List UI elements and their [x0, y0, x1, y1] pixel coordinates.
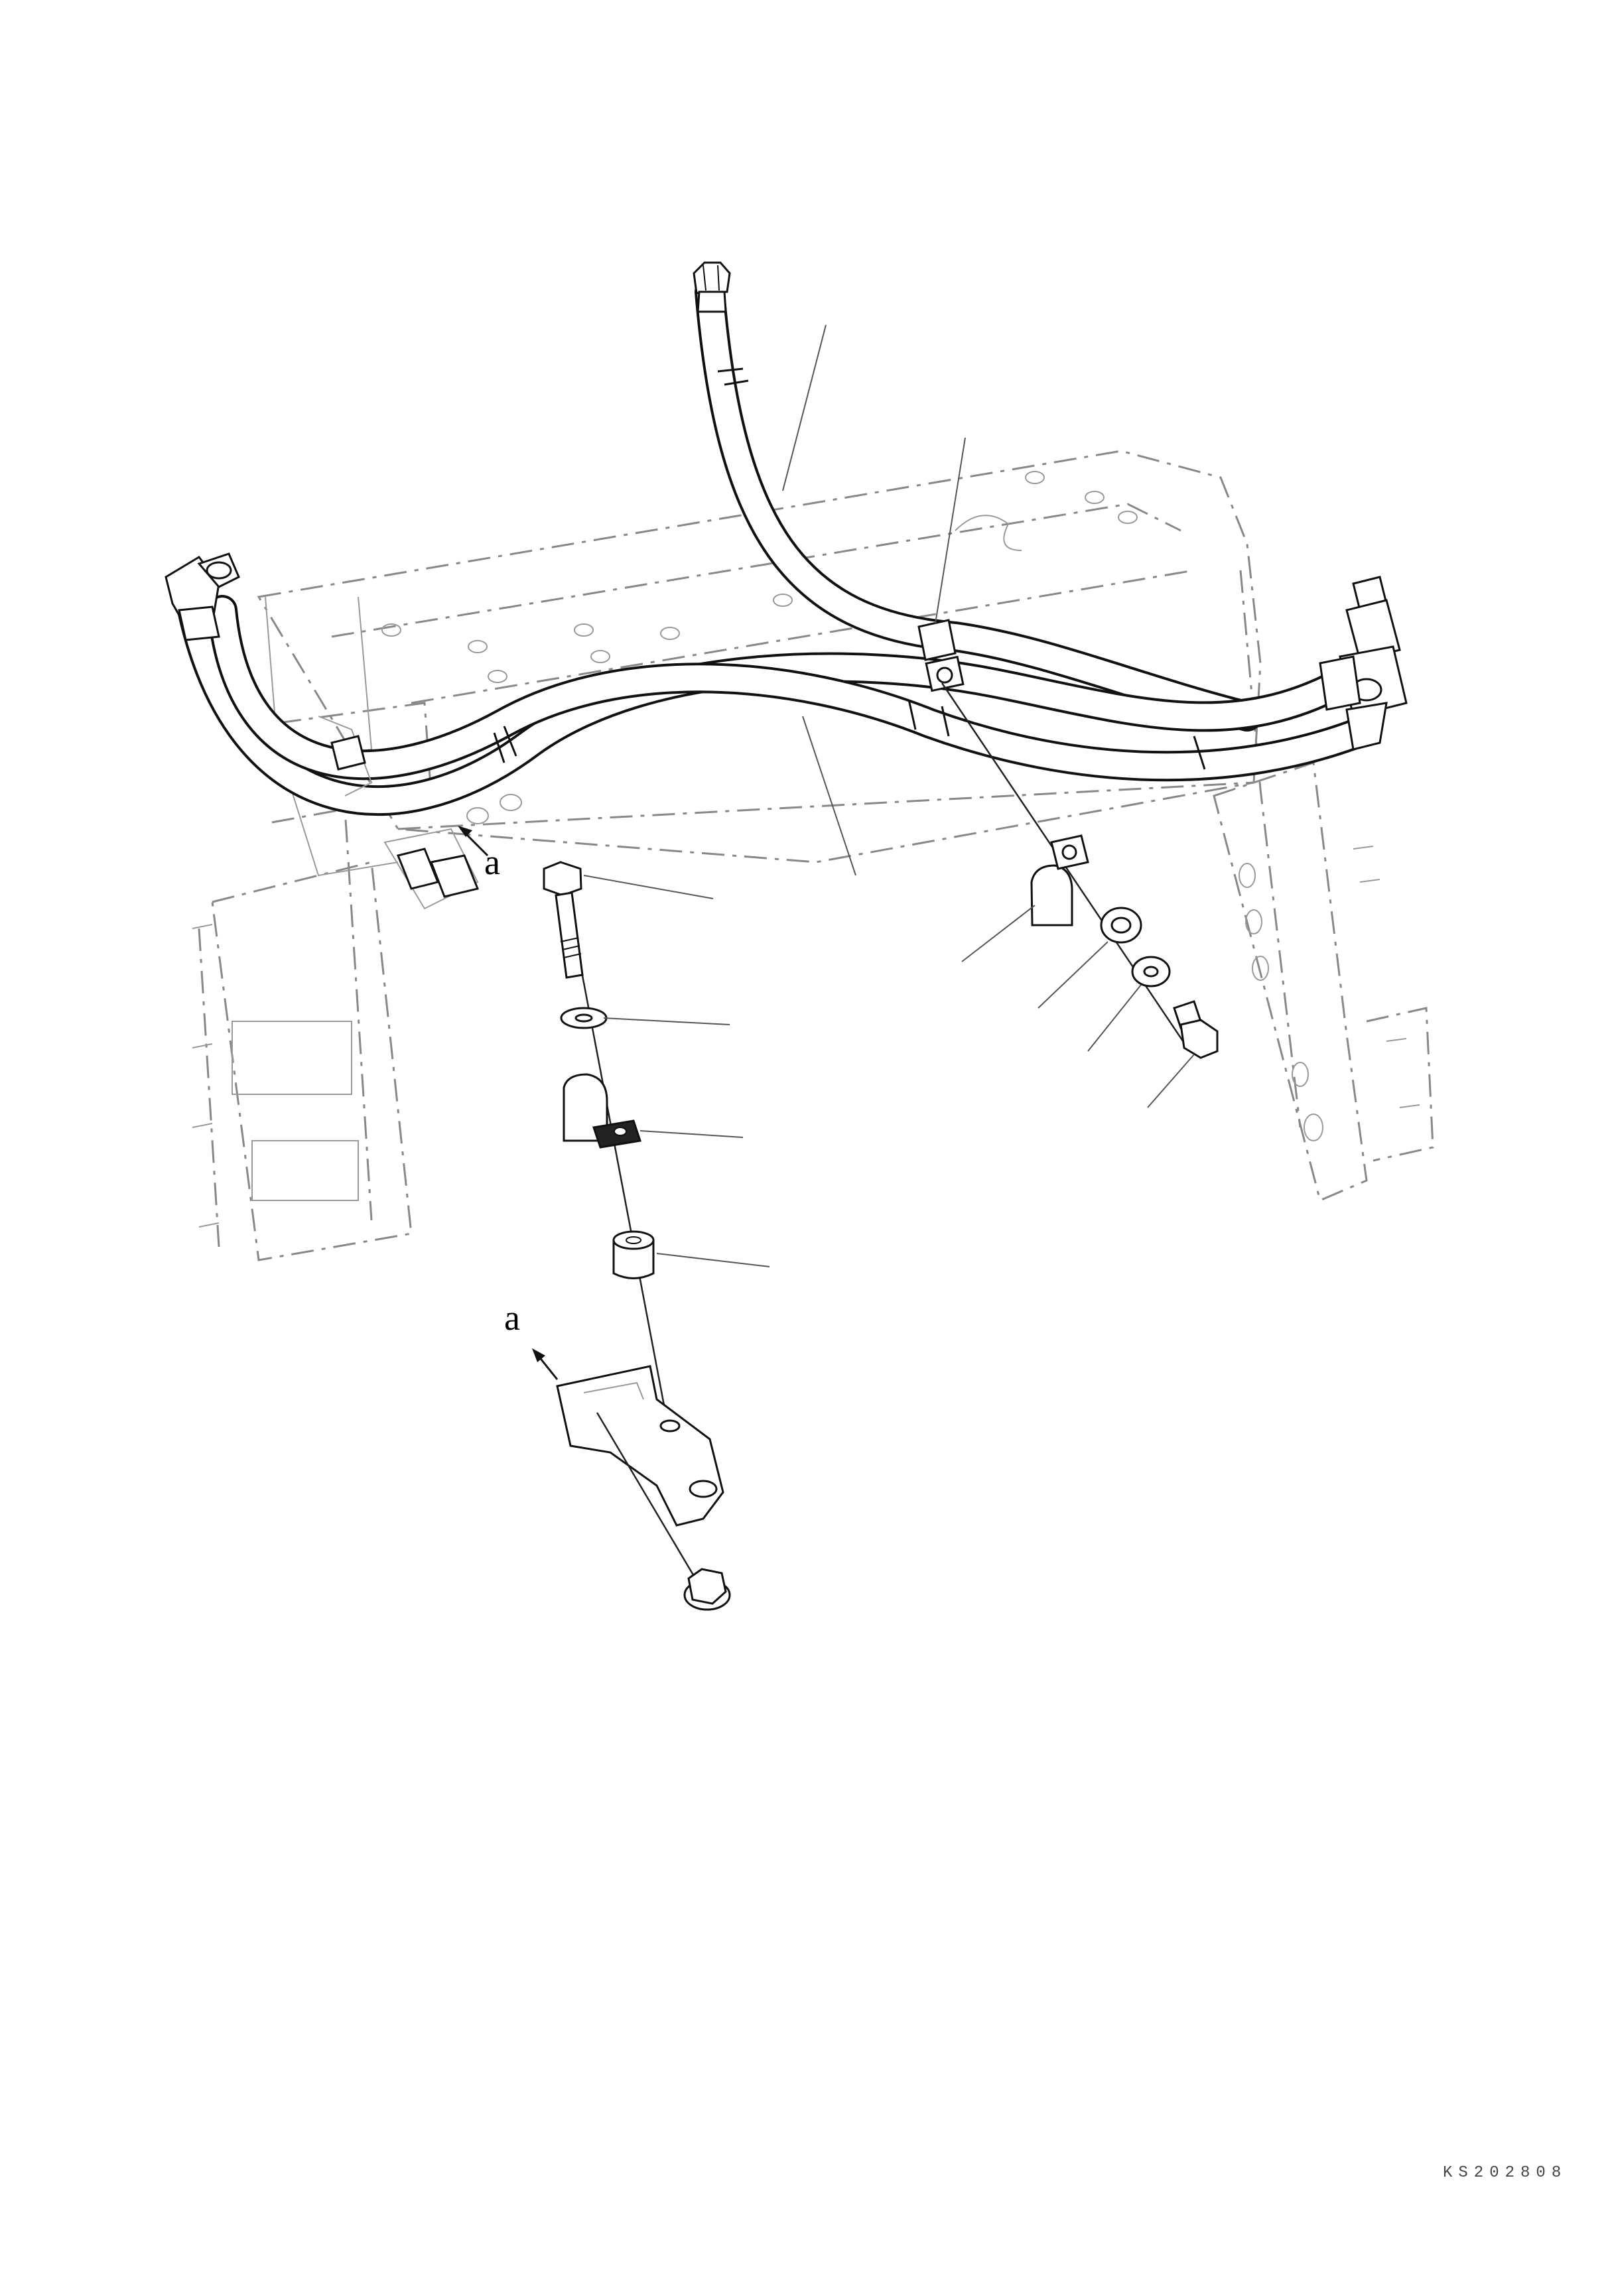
right-fittings — [1319, 576, 1408, 751]
bolt-right — [1173, 1000, 1219, 1059]
view-arrow-upper — [458, 826, 489, 857]
spacer-collar — [612, 1230, 655, 1279]
clamp-center — [563, 1073, 641, 1149]
left-bracket-parts — [318, 716, 480, 910]
bracket-bolt-axis — [596, 1412, 704, 1592]
drawing-code: KS202808 — [1443, 2164, 1567, 2182]
view-arrow-lower — [532, 1348, 559, 1380]
left-elbow-fittings — [165, 552, 240, 641]
clamp-right — [1030, 834, 1089, 926]
flange-bolt — [683, 1568, 731, 1611]
hose-top-fitting — [693, 261, 731, 313]
leader-lines — [583, 324, 1195, 1267]
bolt — [543, 861, 584, 979]
center-assembly-axis — [566, 895, 668, 1420]
view-callout-a-lower: a — [504, 1298, 520, 1338]
mounting-bracket — [556, 1365, 724, 1527]
view-callout-a-upper: a — [484, 842, 500, 882]
hose-upper-vertical — [695, 277, 1262, 732]
frame-phantom-outline — [198, 450, 1434, 1261]
hose-clamp-upper — [917, 619, 965, 692]
washer-right — [1131, 956, 1171, 988]
spacer-right — [1100, 907, 1142, 944]
hose-segment-marks — [493, 367, 1206, 770]
hose-long-lower — [207, 595, 1382, 782]
washer-flat — [560, 1007, 608, 1029]
